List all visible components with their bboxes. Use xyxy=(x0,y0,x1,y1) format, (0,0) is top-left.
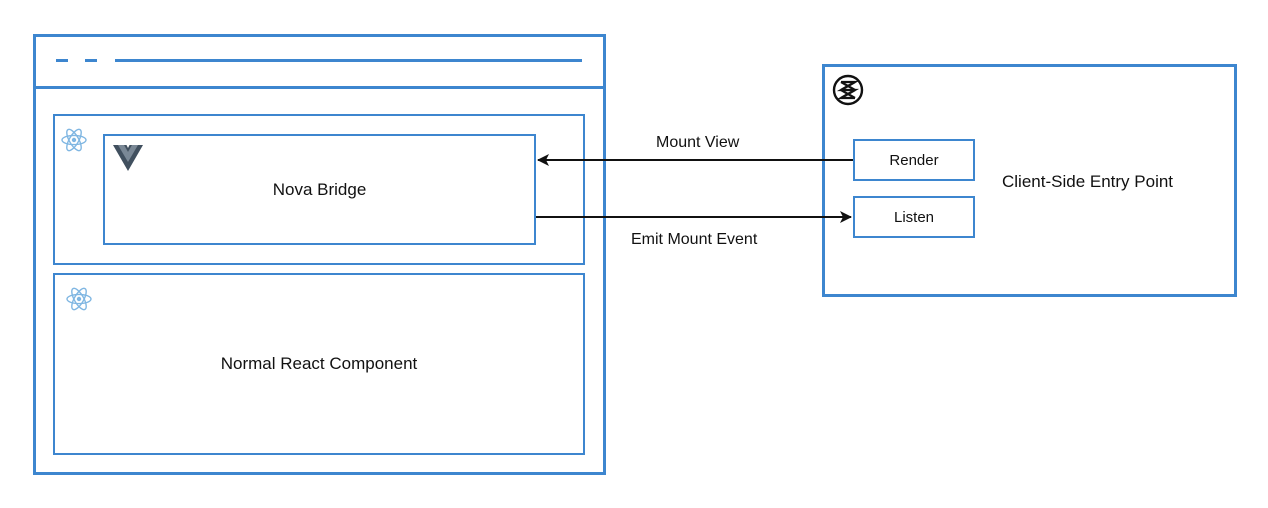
nova-bridge-label: Nova Bridge xyxy=(272,179,367,199)
vue-icon xyxy=(113,145,143,171)
nova-bridge-box: Nova Bridge xyxy=(103,134,536,245)
listen-label: Listen xyxy=(893,208,935,226)
browser-toolbar-dash xyxy=(56,59,68,62)
browser-toolbar-dash xyxy=(85,59,97,62)
listen-box: Listen xyxy=(853,196,975,238)
render-box: Render xyxy=(853,139,975,181)
nova-logo-icon xyxy=(832,74,864,106)
client-entry-point-title: Client-Side Entry Point xyxy=(1002,172,1174,191)
react-icon xyxy=(59,125,89,155)
browser-toolbar-divider xyxy=(33,86,606,89)
normal-react-component-box: Normal React Component xyxy=(53,273,585,455)
emit-mount-event-label: Emit Mount Event xyxy=(631,231,758,248)
normal-react-component-label: Normal React Component xyxy=(220,354,418,373)
react-icon xyxy=(64,284,94,314)
browser-address-bar xyxy=(115,59,582,62)
render-label: Render xyxy=(889,151,939,169)
mount-view-label: Mount View xyxy=(656,134,740,151)
